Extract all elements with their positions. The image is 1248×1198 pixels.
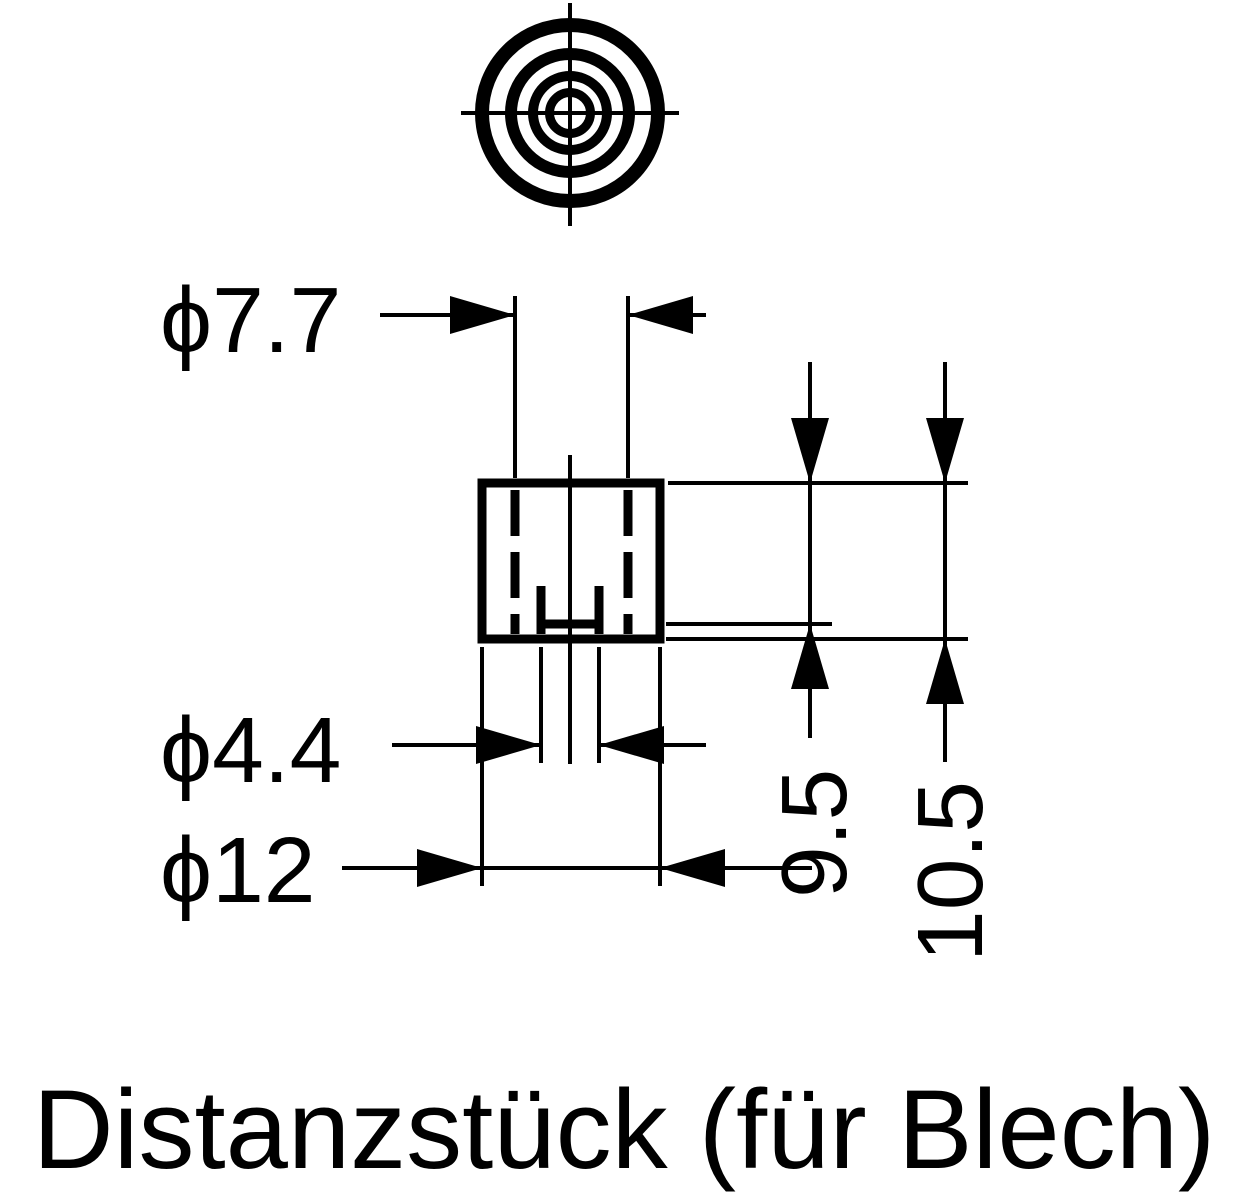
arrowhead-right-icon	[450, 296, 515, 334]
dim-label-10-5: 10.5	[898, 781, 1002, 962]
arrowhead-up-icon	[926, 639, 964, 704]
outer-diameter-circle	[475, 18, 665, 208]
side-view	[477, 455, 665, 764]
arrowhead-right-icon	[417, 849, 482, 887]
arrowhead-up-icon	[791, 624, 829, 689]
dim-9-5: 9.5	[762, 362, 866, 898]
dim-label-dia-12: ϕ12	[160, 818, 316, 922]
arrowhead-left-icon	[599, 726, 664, 764]
arrowhead-left-icon	[660, 849, 725, 887]
dim-phi-7-7: ϕ7.7	[160, 268, 706, 478]
arrowhead-down-icon	[926, 418, 964, 483]
drawing-caption: Distanzstück (für Blech)	[33, 1067, 1216, 1192]
arrowhead-right-icon	[476, 726, 541, 764]
dim-phi-4-4: ϕ4.4	[160, 647, 706, 802]
dim-label-dia-7-7: ϕ7.7	[160, 268, 341, 372]
dim-label-dia-4-4: ϕ4.4	[160, 698, 341, 802]
middle-diameter-circle	[505, 48, 635, 178]
bore-circle	[545, 88, 595, 138]
arrowhead-down-icon	[791, 418, 829, 483]
dim-10-5: 10.5	[898, 362, 1002, 962]
inner-diameter-circle	[528, 71, 612, 155]
dim-phi-12: ϕ12	[160, 647, 812, 922]
top-view	[461, 3, 679, 226]
arrowhead-left-icon	[628, 296, 693, 334]
height-reference-lines	[666, 481, 968, 641]
dim-label-9-5: 9.5	[762, 769, 866, 898]
